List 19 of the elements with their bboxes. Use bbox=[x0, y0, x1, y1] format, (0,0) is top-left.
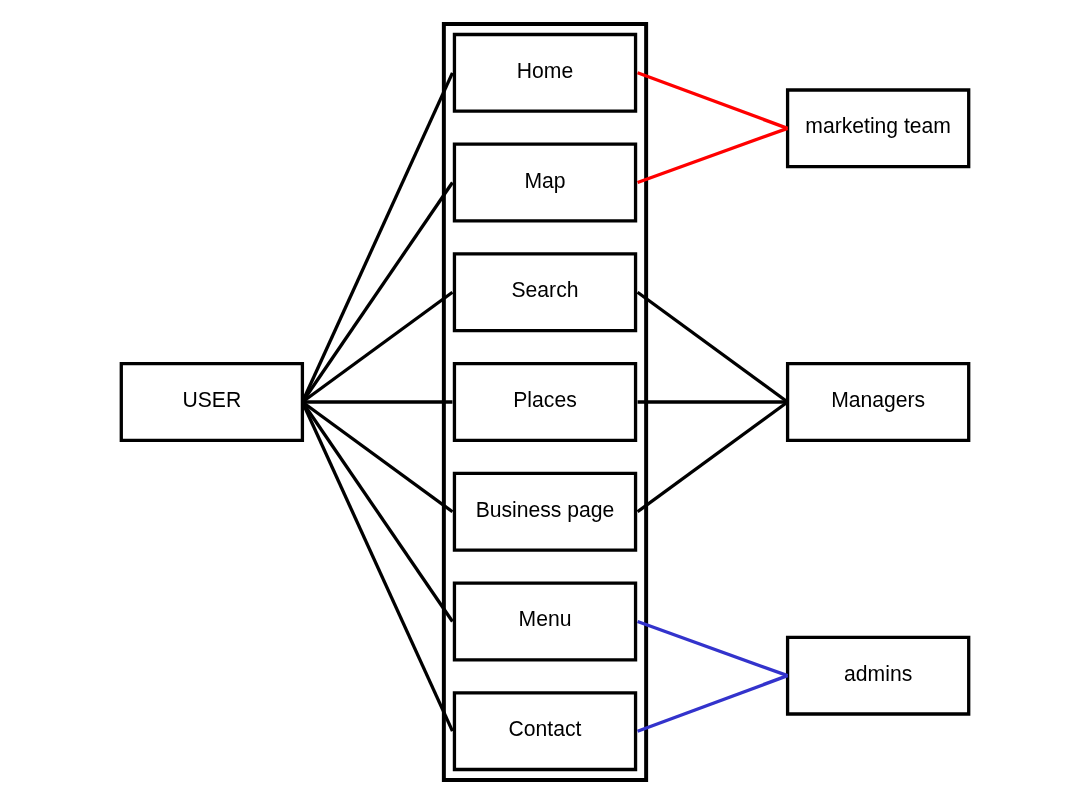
node-box: marketing team bbox=[785, 88, 970, 169]
node-box: Search bbox=[452, 252, 637, 333]
node-box: Map bbox=[452, 142, 637, 223]
node-box: Business page bbox=[452, 471, 637, 552]
node-box: Menu bbox=[452, 581, 637, 662]
connector bbox=[636, 674, 788, 733]
connector bbox=[636, 619, 788, 678]
node-box: Home bbox=[452, 32, 637, 113]
node-box: admins bbox=[785, 635, 970, 716]
connector bbox=[636, 126, 788, 185]
cluster bbox=[441, 21, 648, 783]
node-box: Managers bbox=[785, 362, 970, 442]
connector bbox=[637, 400, 788, 404]
connector bbox=[636, 71, 788, 130]
node-box: USER bbox=[119, 362, 304, 442]
connector bbox=[636, 400, 789, 514]
node-box: Contact bbox=[452, 691, 637, 772]
node-box: Places bbox=[452, 362, 637, 442]
connector bbox=[636, 290, 789, 404]
